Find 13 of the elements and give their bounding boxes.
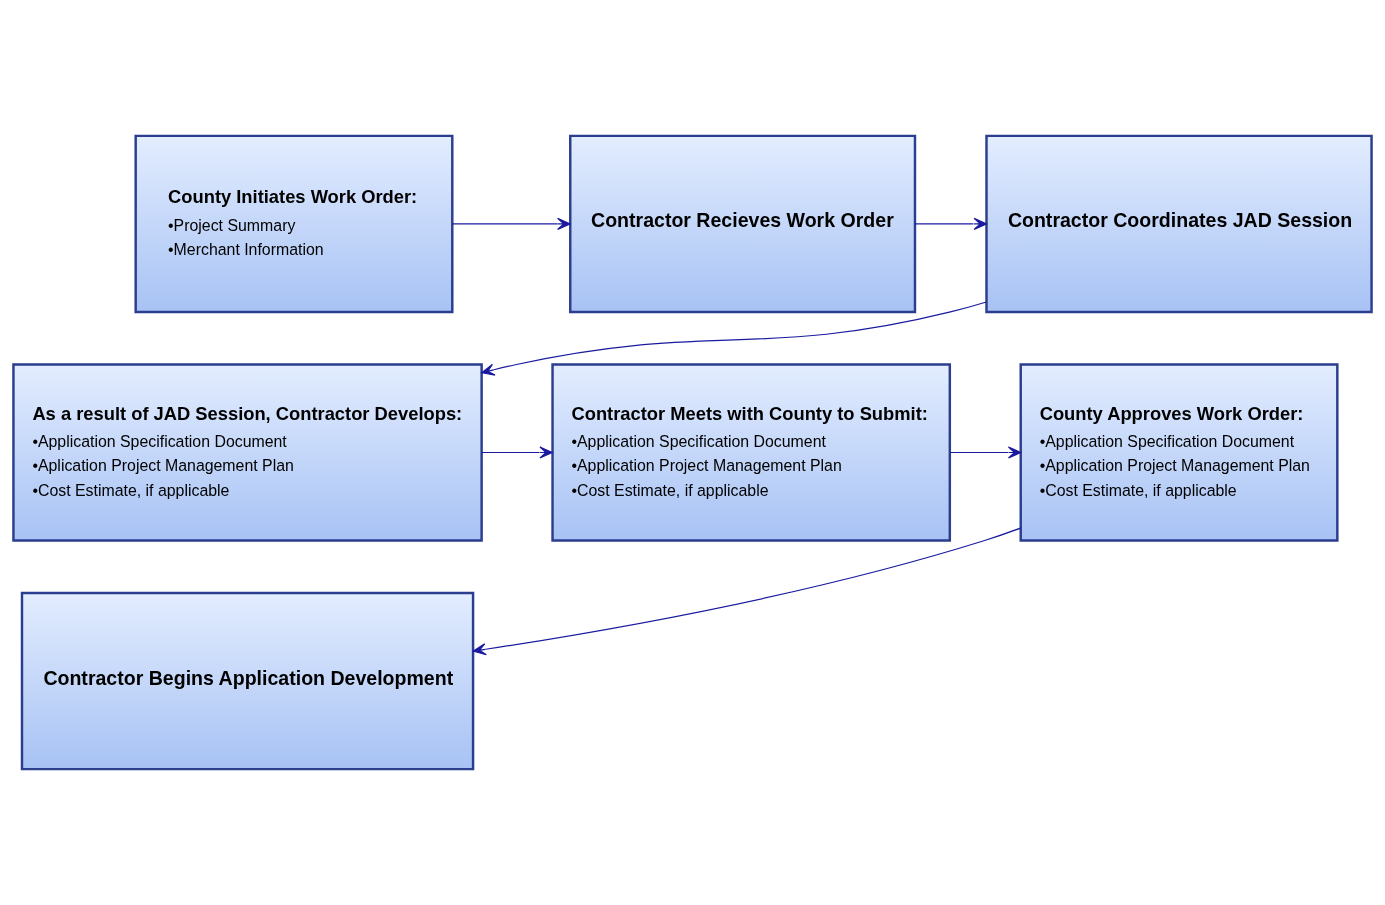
node-box: Contractor Coordinates JAD Session — [985, 134, 1373, 314]
node-box: Contractor Begins Application Development — [20, 591, 475, 771]
arrow — [949, 446, 1022, 459]
node-box: County Approves Work Order: •Application Specification Document •Application Project Management Plan •Cost Estimate, if applicable — [1019, 363, 1339, 542]
arrow — [914, 217, 987, 230]
arrow — [481, 301, 988, 376]
arrow — [451, 217, 571, 230]
arrow — [472, 527, 1022, 656]
node-box: Contractor Meets with County to Submit: •Application Specification Document •Application Project Management Plan •Cost Estimate, if applicable — [551, 363, 952, 542]
arrow — [481, 446, 553, 459]
node-box: Contractor Recieves Work Order — [569, 134, 917, 314]
node-box: As a result of JAD Session, Contractor Develops: •Application Specification Document •Aplication Project Management Plan •Cost Estimate, if applicable — [12, 363, 483, 542]
node-box: County Initiates Work Order: •Project Summary •Merchant Information — [134, 134, 454, 314]
